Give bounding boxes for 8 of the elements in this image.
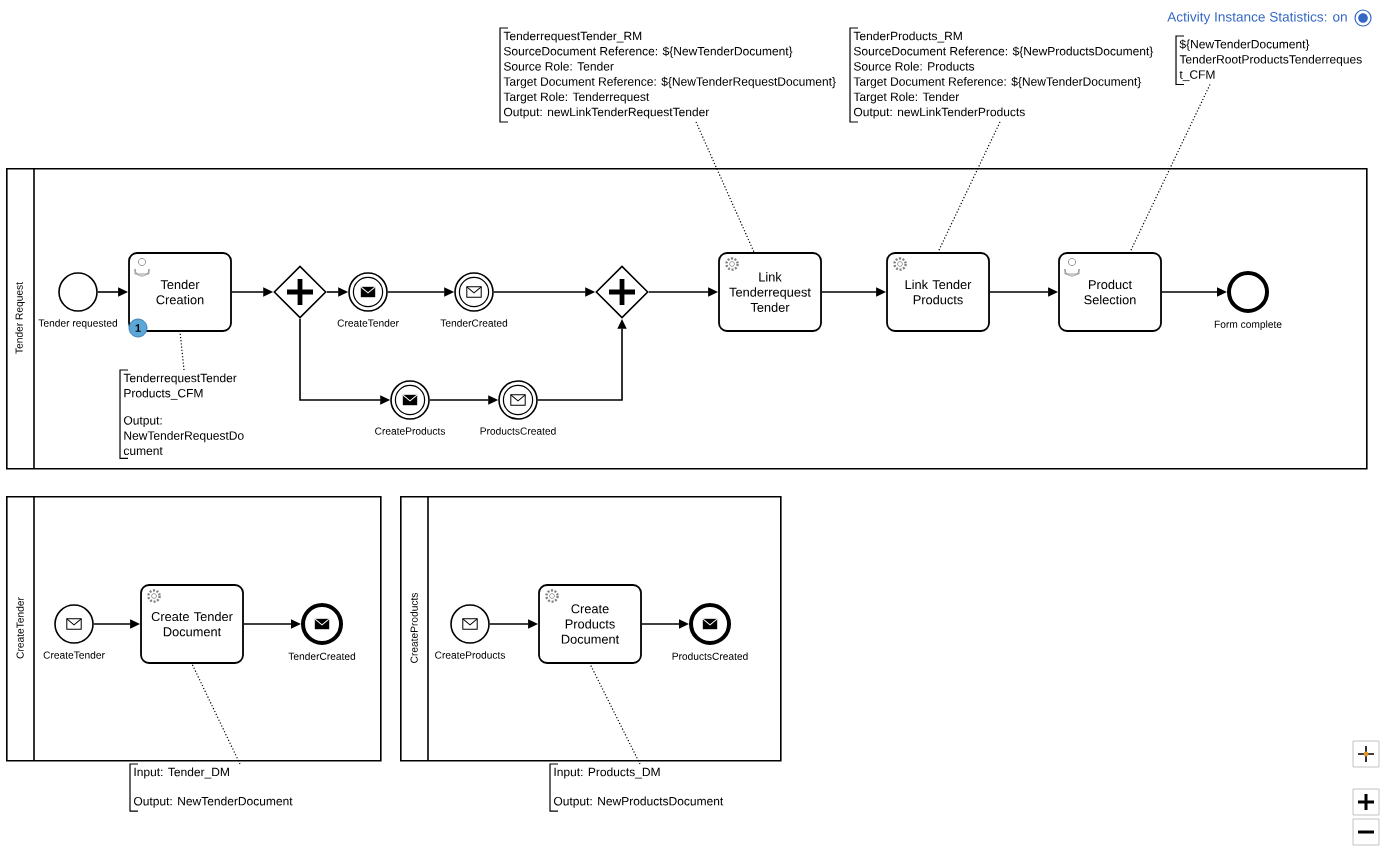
leader-line	[695, 121, 755, 253]
leader-line	[937, 121, 1001, 253]
gateway-diamond	[273, 265, 327, 319]
leader-line	[1129, 83, 1211, 253]
leader-line	[191, 663, 241, 765]
leader-line	[589, 663, 641, 765]
gateway-diamond	[595, 265, 649, 319]
leader-line	[179, 331, 185, 371]
